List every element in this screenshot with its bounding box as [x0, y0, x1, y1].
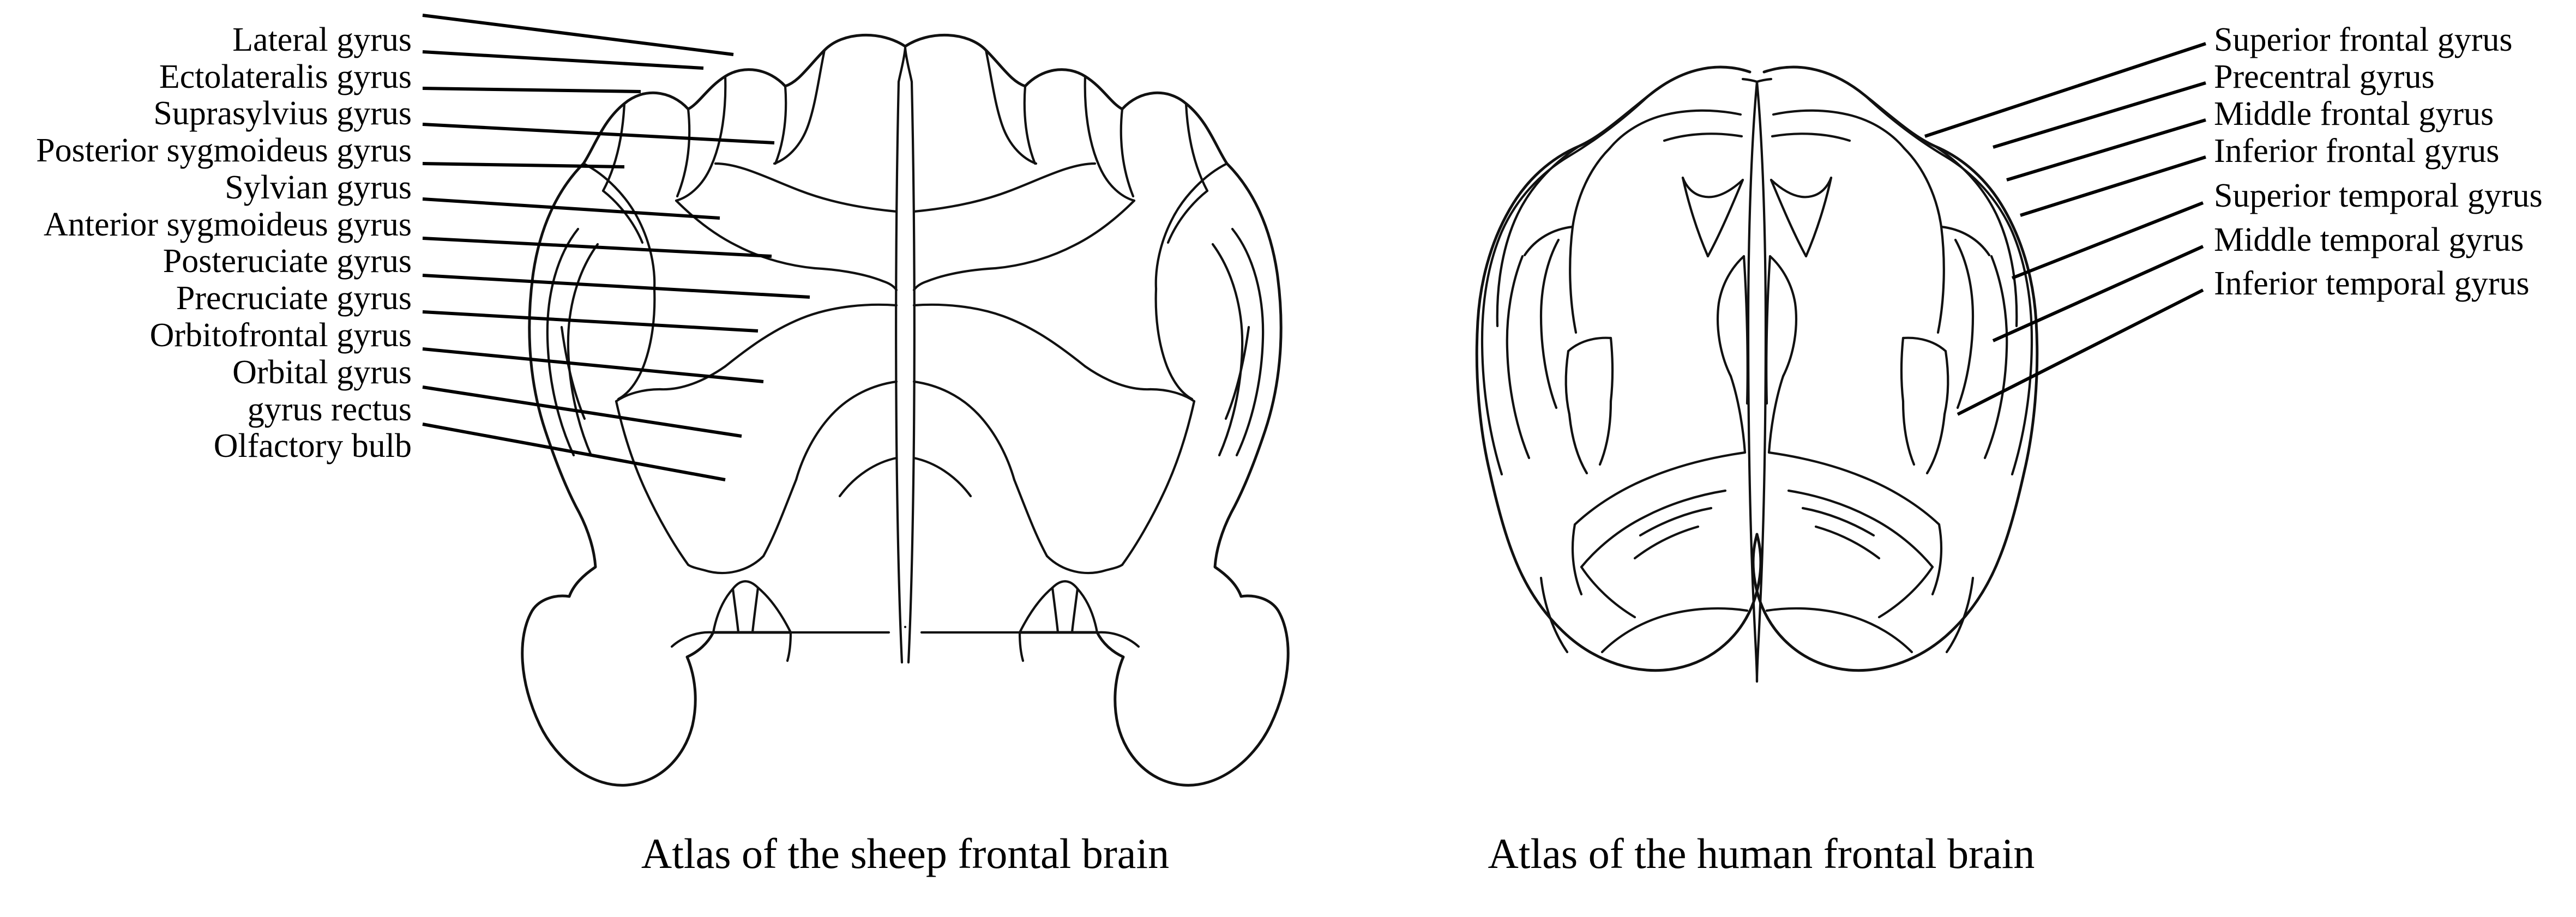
- human-label: Middle frontal gyrus: [2214, 95, 2494, 132]
- human-leader-line: [1957, 288, 2204, 416]
- sheep-leader-line: [422, 274, 810, 299]
- human-label: Inferior frontal gyrus: [2214, 132, 2499, 170]
- sheep-leader-line: [422, 347, 764, 383]
- sheep-leader-lines: [422, 14, 810, 481]
- human-label: Superior frontal gyrus: [2214, 21, 2513, 58]
- sheep-label: Posteruciate gyrus: [163, 243, 412, 280]
- human-label: Middle temporal gyrus: [2214, 221, 2524, 258]
- human-leader-line: [1993, 81, 2206, 149]
- sheep-leader-line: [422, 14, 734, 56]
- sheep-label: Anterior sygmoideus gyrus: [44, 206, 412, 243]
- sheep-caption: Atlas of the sheep frontal brain: [641, 830, 1169, 877]
- sheep-leader-line: [422, 123, 775, 144]
- sheep-label: Orbitofrontal gyrus: [150, 317, 412, 354]
- sheep-leader-line: [422, 310, 759, 333]
- human-leader-line: [2020, 155, 2206, 217]
- human-leader-line: [1992, 245, 2204, 342]
- sheep-leader-line: [422, 50, 704, 70]
- sheep-leader-line: [422, 423, 726, 481]
- human-leader-lines: [1924, 42, 2206, 416]
- sheep-label: Ectolateralis gyrus: [159, 58, 412, 95]
- sheep-label: Suprasylvius gyrus: [153, 95, 412, 132]
- sheep-label: Precruciate gyrus: [176, 280, 412, 317]
- sheep-label: Posterior sygmoideus gyrus: [36, 132, 412, 169]
- human-label: Inferior temporal gyrus: [2214, 265, 2529, 302]
- sheep-label: Sylvian gyrus: [225, 169, 412, 206]
- human-leader-line: [1924, 42, 2206, 138]
- human-leader-line: [2011, 201, 2204, 280]
- sheep-label: Orbital gyrus: [232, 354, 412, 391]
- sheep-leader-line: [422, 385, 742, 438]
- sheep-label: Lateral gyrus: [232, 21, 412, 58]
- human-leader-line: [2006, 118, 2206, 182]
- human-caption: Atlas of the human frontal brain: [1488, 830, 2035, 877]
- sheep-leader-line: [422, 87, 641, 93]
- human-label: Precentral gyrus: [2214, 58, 2435, 95]
- human-brain-drawing: [1475, 65, 2039, 683]
- sheep-label: Olfactory bulb: [214, 427, 412, 464]
- human-label: Superior temporal gyrus: [2214, 177, 2543, 214]
- sheep-leader-line: [422, 237, 772, 258]
- sheep-label: gyrus rectus: [248, 391, 412, 428]
- sheep-leader-line: [422, 197, 720, 220]
- sheep-brain-drawing: [521, 33, 1290, 787]
- sheep-leader-line: [422, 162, 625, 168]
